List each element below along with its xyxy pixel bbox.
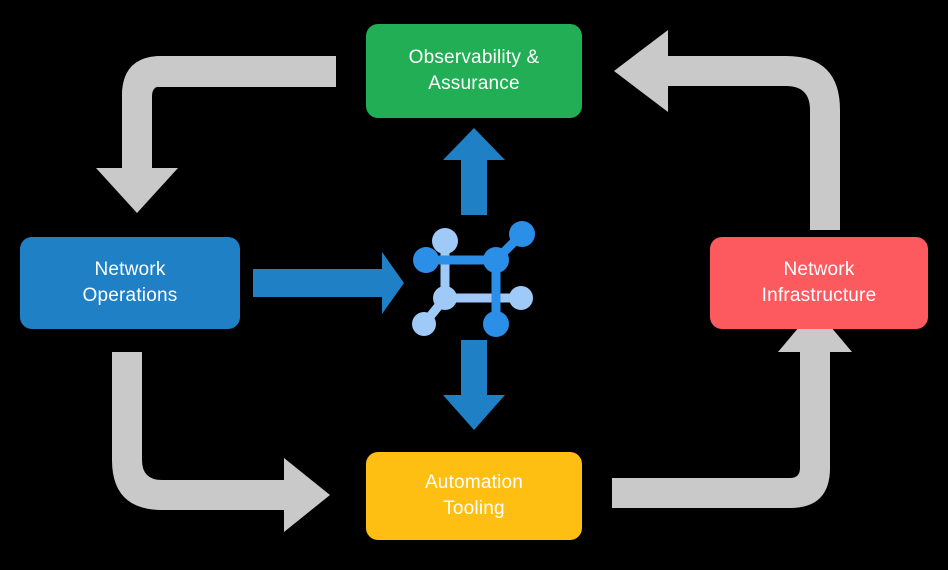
network-icon-secondary-nodes	[412, 228, 533, 336]
arrow-observability-to-network-operations	[104, 56, 336, 205]
arrow-automation-tooling-to-network-infrastructure-stem	[612, 350, 830, 508]
node-box-automation-tooling[interactable]: Automation Tooling	[366, 452, 582, 540]
arrow-network-operations-to-automation-tooling-head	[284, 458, 330, 532]
network-topology-icon	[412, 221, 535, 337]
arrow-network-operations-to-automation-tooling-stem	[112, 352, 290, 510]
network-icon-primary-nodes	[413, 221, 535, 337]
arrow-observability-to-network-operations-stem	[122, 56, 336, 172]
node-box-observability[interactable]: Observability & Assurance	[366, 24, 582, 118]
arrow-network-infrastructure-to-observability-head	[614, 30, 668, 112]
arrow-network-operations-to-center	[253, 252, 404, 314]
arrow-observability-to-network-operations-body	[122, 56, 336, 172]
arrow-center-to-observability	[443, 128, 505, 215]
arrow-observability-to-network-operations-head	[96, 168, 178, 213]
arrow-network-infrastructure-to-observability-stem	[660, 56, 840, 230]
node-box-network-operations[interactable]: Network Operations	[20, 237, 240, 329]
node-box-network-infrastructure[interactable]: Network Infrastructure	[710, 237, 928, 329]
arrow-center-to-automation-tooling	[443, 340, 505, 430]
